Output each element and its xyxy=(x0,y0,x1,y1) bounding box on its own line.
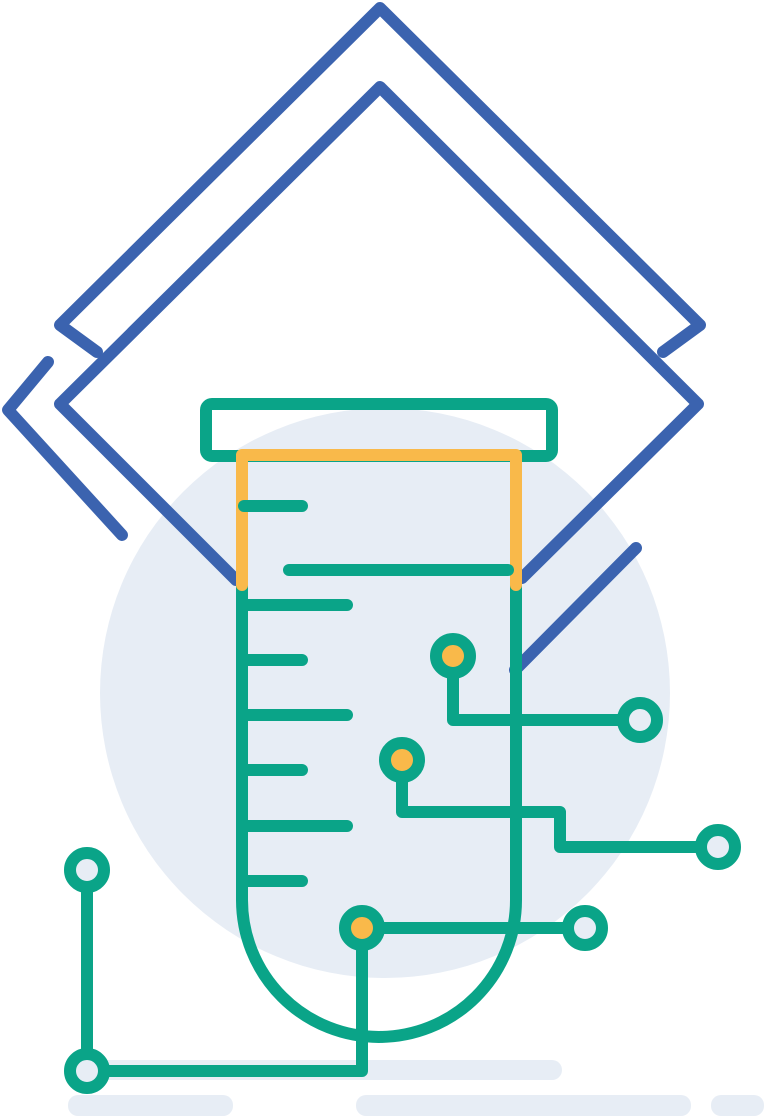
left-bracket xyxy=(2,356,128,541)
trace-2 xyxy=(396,754,724,853)
node-yellow-1 xyxy=(430,633,476,679)
node-gray-2 xyxy=(695,824,741,870)
node-gray-4 xyxy=(64,847,110,893)
node-yellow-2 xyxy=(379,737,425,783)
right-bracket xyxy=(509,542,642,676)
outer-diamond xyxy=(54,2,706,358)
background-circle xyxy=(100,408,670,978)
measurement-marks xyxy=(238,500,514,887)
node-gray-3 xyxy=(562,905,608,951)
node-yellow-3 xyxy=(339,905,385,951)
node-gray-5 xyxy=(64,1048,110,1094)
test-tube xyxy=(200,398,558,1043)
tube-rim xyxy=(236,449,522,591)
trace-4 xyxy=(81,922,368,1077)
inner-diamond xyxy=(54,81,704,586)
node-gray-1 xyxy=(617,697,663,743)
diamond-frames xyxy=(2,2,706,676)
circuit-nodes xyxy=(64,633,741,1094)
circuit-traces xyxy=(81,650,724,1077)
tube-body xyxy=(236,579,522,1043)
